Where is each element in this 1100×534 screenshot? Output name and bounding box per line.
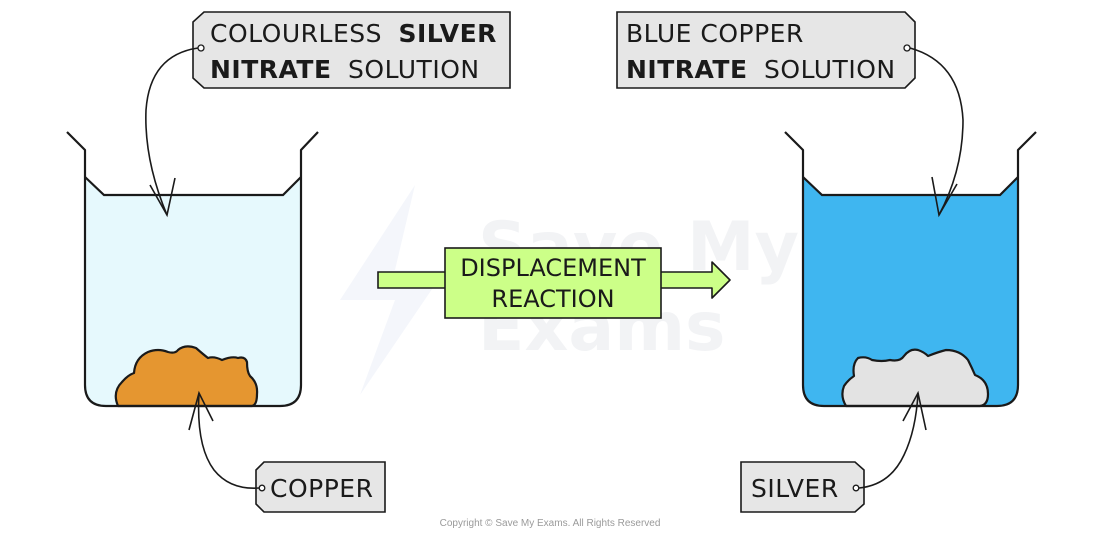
tag-blue-copper-nitrate: BLUE COPPER NITRATE SOLUTION (616, 11, 916, 89)
tag-colourless-silver-nitrate: COLOURLESS SILVER NITRATE SOLUTION (192, 11, 511, 89)
arrowhead-icon (902, 390, 927, 431)
pointer-arrow-left-solution (145, 47, 199, 218)
copyright-notice: Copyright © Save My Exams. All Rights Re… (440, 518, 661, 529)
tag-hole (903, 44, 911, 52)
left-beaker-outline (66, 131, 319, 408)
tag-hole (197, 44, 205, 52)
right-silver-solid (841, 348, 990, 408)
tag-text-copper: COPPER (270, 474, 373, 503)
arrowhead-icon (188, 390, 214, 431)
tag-shape (255, 461, 386, 513)
arrowhead-icon (931, 176, 958, 218)
left-beaker (66, 131, 319, 408)
tag-line-2: NITRATE SOLUTION (626, 55, 896, 84)
pointer-arrow-copper (188, 390, 260, 489)
tag-shape (740, 461, 865, 513)
tag-text-colourless: COLOURLESS (210, 19, 382, 48)
left-solution (85, 177, 301, 406)
arrowhead-icon (149, 177, 176, 218)
pointer-arrow-right-solution (909, 47, 964, 218)
reaction-label-line2: REACTION (491, 285, 614, 313)
tag-line-1: COLOURLESS SILVER (210, 19, 497, 48)
reaction-box (444, 247, 662, 319)
pointer-arrow-silver (858, 390, 927, 489)
left-solution-meniscus (84, 176, 302, 197)
tag-line-1: BLUE COPPER (626, 19, 804, 48)
tag-shape (616, 11, 916, 89)
tag-shape (192, 11, 511, 89)
tag-text-nitrate: NITRATE (626, 55, 748, 84)
pointer-line (145, 47, 199, 216)
tag-text-silver: SILVER (398, 19, 496, 48)
arrow-head-icon (659, 261, 731, 299)
left-copper-solid (114, 345, 259, 408)
tag-silver: SILVER (740, 461, 865, 513)
pointer-line (909, 47, 964, 216)
right-beaker (784, 131, 1037, 408)
tag-text-blue-copper: BLUE COPPER (626, 19, 804, 48)
right-solution-meniscus (802, 176, 1019, 197)
tag-hole (258, 484, 266, 492)
tag-text-solution: SOLUTION (764, 55, 896, 84)
tag-text-nitrate: NITRATE (210, 55, 332, 84)
tag-copper: COPPER (255, 461, 386, 513)
pointer-line (858, 392, 919, 489)
tag-text-solution: SOLUTION (348, 55, 480, 84)
tag-hole (852, 484, 860, 492)
tag-line-2: NITRATE SOLUTION (210, 55, 480, 84)
reaction-label-line1: DISPLACEMENT (460, 254, 646, 282)
watermark-bolt-icon (340, 185, 445, 395)
right-solution (803, 177, 1018, 406)
arrow-tail (377, 271, 447, 289)
pointer-line (197, 392, 260, 489)
reaction-arrow: DISPLACEMENT REACTION (377, 247, 731, 319)
tag-text-silver: SILVER (751, 474, 839, 503)
